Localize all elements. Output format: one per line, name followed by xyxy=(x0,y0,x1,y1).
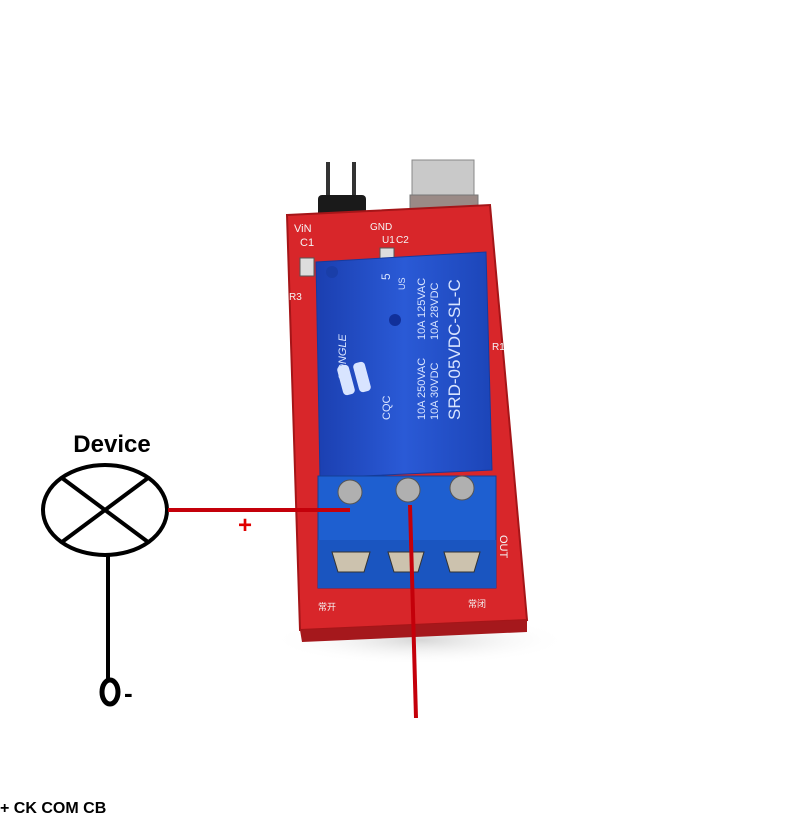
silk-normally-open: 常开 xyxy=(318,601,336,612)
relay-number: 5 xyxy=(379,273,393,280)
clamp-ck xyxy=(331,551,371,573)
silk-normally-closed: 常闭 xyxy=(468,598,486,609)
terminal-block xyxy=(317,475,497,589)
relay-rating-125vac: 10A 125VAC xyxy=(416,278,428,340)
silk-vin: ViN xyxy=(294,223,312,235)
silk-c2: C2 xyxy=(396,235,409,246)
relay-rating-250vac: 10A 250VAC xyxy=(416,358,428,420)
relay-model: SRD-05VDC-SL-C xyxy=(445,279,464,420)
relay-rating-28vdc: 10A 28VDC xyxy=(429,282,441,340)
relay-rating-30vdc: 10A 30VDC xyxy=(429,362,441,420)
com-positive-wire xyxy=(408,504,418,719)
clamp-com xyxy=(387,551,425,573)
com-label: COM xyxy=(41,800,79,817)
relay-wiring-diagram: ViN GND C1 U1 C2 R3 R1 OUT 常开 常闭 SONGLE … xyxy=(41,159,570,719)
silk-r1: R1 xyxy=(492,342,505,353)
relay-cqc: CQC xyxy=(381,396,393,421)
silk-gnd: GND xyxy=(370,222,392,233)
relay-markings: SONGLE CQC 10A 250VAC 10A 30VDC 10A 125V… xyxy=(337,273,464,420)
silk-u1: U1 xyxy=(382,235,395,246)
screw-com xyxy=(395,477,421,503)
silk-c1: C1 xyxy=(300,237,314,249)
relay-center-hole xyxy=(389,314,401,326)
plus-wire-label: + xyxy=(238,512,252,539)
screw-ck xyxy=(337,479,363,505)
silk-r3: R3 xyxy=(289,292,302,303)
minus-terminal-label: - xyxy=(124,678,133,708)
songle-logo xyxy=(337,361,371,396)
relay-hole xyxy=(326,266,338,278)
capacitor-c1 xyxy=(299,257,315,277)
device-label: Device xyxy=(73,431,150,458)
ck-label: CK xyxy=(13,800,37,817)
device-lamp-icon xyxy=(41,463,169,557)
relay-body xyxy=(315,251,493,479)
relay-us: US xyxy=(397,277,407,290)
plus-terminal-label: + xyxy=(0,800,10,817)
positive-terminal-icon: + CK COM CB const data = JSON.parse(docu… xyxy=(0,800,106,817)
silk-out: OUT xyxy=(497,535,509,559)
negative-terminal-icon xyxy=(99,677,121,707)
clamp-cb xyxy=(443,551,481,573)
screw-cb xyxy=(449,475,475,501)
cb-label: CB xyxy=(83,800,107,817)
